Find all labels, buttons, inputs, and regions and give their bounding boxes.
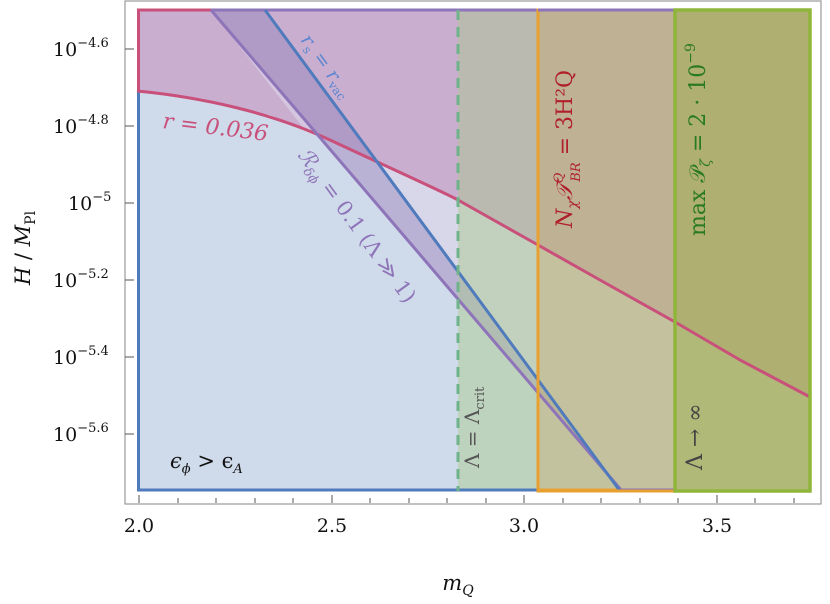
x-tick-label: 2.5 xyxy=(317,515,347,537)
epsilon-label: ϵϕ > ϵA xyxy=(170,449,243,477)
svg-text:10−5.4: 10−5.4 xyxy=(53,344,109,369)
rdphi-line xyxy=(209,9,624,492)
region-lavender xyxy=(211,10,810,491)
x-axis-label: mQ xyxy=(442,571,474,599)
y-axis xyxy=(125,48,134,435)
x-tick-label: 3.5 xyxy=(702,515,732,537)
region-max-power xyxy=(675,10,810,491)
svg-text:10−5.2: 10−5.2 xyxy=(53,267,109,292)
region-lambda-crit xyxy=(458,10,810,491)
x-tick-label: 3.0 xyxy=(509,515,539,537)
lambda-crit-label: Λ = Λcrit xyxy=(460,386,488,469)
rs-rvac-line xyxy=(263,9,622,492)
y-axis-label: H / MPl xyxy=(11,210,39,286)
x-axis xyxy=(138,495,795,503)
svg-text:10−4.8: 10−4.8 xyxy=(53,113,109,138)
y-tick-labels: 10−4.6 10−4.8 10−5 10−5.2 10−5.4 10−5.6 xyxy=(53,36,111,446)
max-power-box xyxy=(673,8,812,493)
max-power-label: max 𝒫ζ = 2 · 10−9 xyxy=(683,43,714,236)
svg-text:10−5.6: 10−5.6 xyxy=(53,421,109,446)
svg-text:10−4.6: 10−4.6 xyxy=(53,36,109,61)
x-tick-label: 2.0 xyxy=(124,515,154,537)
lambda-infinity-label: Λ → ∞ xyxy=(683,403,708,471)
region-r-excluded xyxy=(137,10,810,397)
svg-text:10−5: 10−5 xyxy=(68,190,111,215)
